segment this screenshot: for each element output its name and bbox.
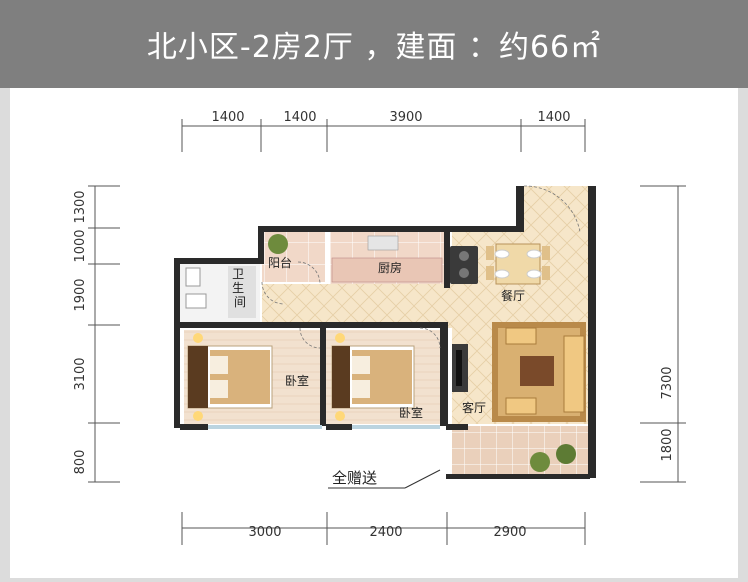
dimension-label: 7300 [660,366,675,399]
title-bar: 北小区-2房2厅 ，建面 ：约66㎡ [0,0,748,88]
dimension-label: 1400 [537,110,570,125]
dimension-label: 2400 [369,525,402,540]
floor-plan-panel: 1400 1400 3900 1400 3000 2400 2900 1300 … [10,88,738,578]
window [352,425,440,429]
plate-icon [526,269,542,279]
stove [450,246,478,284]
tv-icon [456,350,462,386]
floor-plan: 1400 1400 3900 1400 3000 2400 2900 1300 … [73,110,686,545]
armchair [505,327,537,345]
sink [367,235,399,251]
dimension-label: 1800 [660,428,675,461]
plate-icon [494,269,510,279]
lamp-icon [335,411,345,421]
doors [261,185,581,349]
basin-icon [185,293,207,309]
stove-burner-icon [459,251,469,261]
room-label-bedroom1: 卧室 [285,373,309,388]
kitchen-counter [331,257,443,283]
page-title: 北小区-2房2厅 ，建面 ：约66㎡ [146,30,602,65]
dimension-label: 3000 [248,525,281,540]
plant-icon [530,452,550,472]
stove-burner-icon [459,268,469,278]
pillow [210,380,228,398]
lamp-icon [193,333,203,343]
dimension-label: 1400 [283,110,316,125]
plate-icon [494,249,510,259]
room-label-dining: 餐厅 [501,288,525,303]
dimension-label: 800 [73,450,88,475]
entry-floor [521,186,592,232]
room-label-balcony: 阳台 [268,255,292,270]
window [208,425,322,429]
annotation-leader-line [404,469,441,489]
dimension-label: 1400 [211,110,244,125]
room-label-bedroom2: 卧室 [399,405,423,420]
coffee-table [520,356,554,386]
lamp-icon [335,333,345,343]
pillow [210,356,228,374]
left-dimension-line [88,185,120,483]
dimension-label: 1300 [73,190,88,223]
top-dimension-line [181,119,586,152]
chair [486,266,494,280]
plant-icon [556,444,576,464]
annotation-label: 全赠送 [332,469,377,487]
chair [486,246,494,260]
dimension-label: 1900 [73,278,88,311]
right-dimension-line [640,185,686,483]
room-label-kitchen: 厨房 [378,260,402,275]
dimension-label: 1000 [73,229,88,262]
sofa [563,335,585,413]
plant-icon [268,234,288,254]
bathroom-wall [228,266,256,318]
pillow [352,356,370,374]
lamp-icon [193,411,203,421]
dimension-label: 3100 [73,357,88,390]
room-label-bathroom: 卫 生 间 [232,267,248,309]
bottom-dimension-line [181,512,586,545]
pillow [352,380,370,398]
walls [174,186,596,479]
room-label-living: 客厅 [462,400,486,415]
armchair [505,397,537,415]
headboard [332,346,350,408]
headboard [188,346,208,408]
dimension-label: 2900 [493,525,526,540]
chair [542,246,550,260]
toilet-icon [185,267,201,287]
plate-icon [526,249,542,259]
dimension-label: 3900 [389,110,422,125]
chair [542,266,550,280]
